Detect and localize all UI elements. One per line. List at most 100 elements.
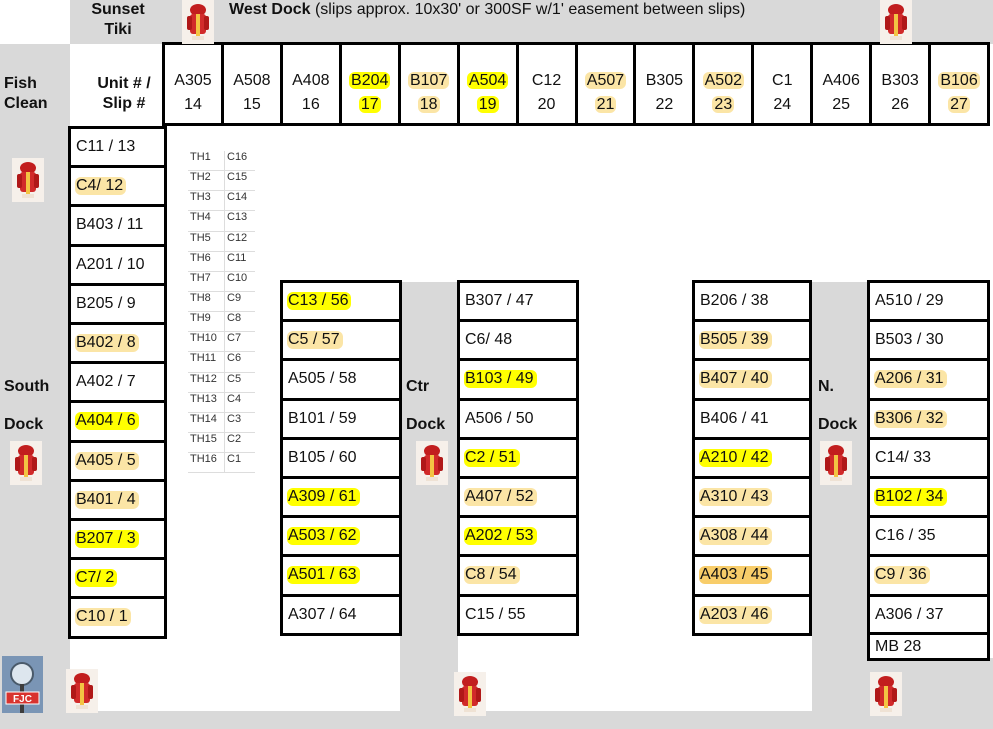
slip-box[interactable]: C6/ 48 bbox=[457, 319, 579, 362]
slip-box[interactable]: B406 / 41 bbox=[692, 397, 812, 440]
unit-number: B303 bbox=[872, 69, 928, 93]
slip-box[interactable]: B407 / 40 bbox=[692, 358, 812, 401]
unit-number: A406 bbox=[813, 69, 869, 93]
unit-number: A504 bbox=[460, 69, 516, 93]
slip-box[interactable]: C15 / 55 bbox=[457, 593, 579, 636]
slip-box[interactable]: C16 / 35 bbox=[867, 515, 990, 558]
slip-number-text: 25 bbox=[832, 96, 851, 113]
townhome-row: TH4 C13 bbox=[188, 211, 255, 232]
slip-box[interactable]: C2 / 51 bbox=[457, 436, 579, 479]
slip-box[interactable]: A503 / 62 bbox=[280, 515, 402, 558]
slip-box[interactable]: B505 / 39 bbox=[692, 319, 812, 362]
slip-label: A510 / 29 bbox=[875, 292, 944, 310]
townhome-row: TH8 C9 bbox=[188, 291, 255, 313]
slip-box[interactable]: A206 / 31 bbox=[867, 358, 990, 401]
slip-box[interactable]: B503 / 30 bbox=[867, 319, 990, 362]
slip-box[interactable]: C8 / 54 bbox=[457, 554, 579, 597]
slip-box[interactable]: A405 / 5 bbox=[68, 439, 167, 482]
slip-label: A403 / 45 bbox=[699, 566, 772, 585]
townhome-id: TH4 bbox=[190, 211, 211, 224]
slip-box[interactable]: B306 / 32 bbox=[867, 397, 990, 440]
slip-label: MB 28 bbox=[875, 637, 922, 655]
slip-box[interactable]: C13 / 56 bbox=[280, 280, 402, 323]
unit-number-text: C1 bbox=[772, 72, 793, 89]
townhome-id: TH8 bbox=[190, 291, 211, 304]
slip-box[interactable]: C14/ 33 bbox=[867, 436, 990, 479]
townhome-c-unit: C9 bbox=[224, 291, 255, 312]
townhome-id: TH6 bbox=[190, 251, 211, 264]
slip-box[interactable]: B205 / 9 bbox=[68, 282, 167, 325]
townhome-c-unit: C1 bbox=[224, 453, 255, 473]
slip-box[interactable]: B402 / 8 bbox=[68, 322, 167, 365]
slip-number: 26 bbox=[872, 93, 928, 117]
slip-box[interactable]: B401 / 4 bbox=[68, 478, 167, 521]
slip-number: 14 bbox=[165, 93, 221, 117]
slip-box[interactable]: A306 / 37 bbox=[867, 593, 990, 636]
slip-label: B307 / 47 bbox=[465, 292, 534, 310]
slip-box[interactable]: B103 / 49 bbox=[457, 358, 579, 401]
slip-box[interactable]: A202 / 53 bbox=[457, 515, 579, 558]
slip-box[interactable]: B101 / 59 bbox=[280, 397, 402, 440]
slip-box[interactable]: A310 / 43 bbox=[692, 476, 812, 519]
slip-box[interactable]: C11 / 13 bbox=[68, 126, 167, 169]
slip-box[interactable]: C9 / 36 bbox=[867, 554, 990, 597]
slip-box[interactable]: C4/ 12 bbox=[68, 165, 167, 208]
slip-box[interactable]: B207 / 3 bbox=[68, 518, 167, 561]
slip-box[interactable]: A309 / 61 bbox=[280, 476, 402, 519]
unit-number: A408 bbox=[283, 69, 339, 93]
slip-box[interactable]: A404 / 6 bbox=[68, 400, 167, 443]
unit-number: B204 bbox=[342, 69, 398, 93]
slip-number-text: 24 bbox=[773, 96, 792, 113]
townhome-id: TH13 bbox=[190, 392, 217, 405]
slip-box[interactable]: A210 / 42 bbox=[692, 436, 812, 479]
slip-box[interactable]: C10 / 1 bbox=[68, 596, 167, 639]
slip-box[interactable]: A402 / 7 bbox=[68, 361, 167, 404]
slip-box[interactable]: B105 / 60 bbox=[280, 436, 402, 479]
west-dock-title: West Dock (slips approx. 10x30' or 300SF… bbox=[229, 0, 745, 20]
slip-box[interactable]: A510 / 29 bbox=[867, 280, 990, 323]
slip-box[interactable]: A201 / 10 bbox=[68, 243, 167, 286]
slip-number: 18 bbox=[401, 93, 457, 117]
slip-label: A501 / 63 bbox=[287, 566, 360, 585]
unit-number-text: B107 bbox=[407, 72, 450, 89]
slip-box[interactable]: B307 / 47 bbox=[457, 280, 579, 323]
slip-box[interactable]: B403 / 11 bbox=[68, 204, 167, 247]
townhome-id: TH2 bbox=[190, 171, 211, 184]
slip-box[interactable]: C7/ 2 bbox=[68, 557, 167, 600]
slip-box[interactable]: A501 / 63 bbox=[280, 554, 402, 597]
slip-box[interactable]: A307 / 64 bbox=[280, 593, 402, 636]
slip-box[interactable]: MB 28 bbox=[867, 632, 990, 661]
slip-box[interactable]: C5 / 57 bbox=[280, 319, 402, 362]
townhome-id: TH16 bbox=[190, 453, 217, 466]
slip-number: 20 bbox=[519, 93, 575, 117]
slip-box[interactable]: B206 / 38 bbox=[692, 280, 812, 323]
townhome-c-unit: C13 bbox=[224, 211, 255, 231]
slip-box[interactable]: A403 / 45 bbox=[692, 554, 812, 597]
slip-box[interactable]: A505 / 58 bbox=[280, 358, 402, 401]
gray-ndock-channel bbox=[812, 282, 868, 729]
slip-box[interactable]: A203 / 46 bbox=[692, 593, 812, 636]
west-dock-slip[interactable]: B107 18 bbox=[397, 42, 460, 126]
unit-number: A502 bbox=[695, 69, 751, 93]
slip-box[interactable]: B102 / 34 bbox=[867, 476, 990, 519]
slip-box[interactable]: A308 / 44 bbox=[692, 515, 812, 558]
townhome-row: TH16 C1 bbox=[188, 453, 255, 474]
slip-box[interactable]: A506 / 50 bbox=[457, 397, 579, 440]
slip-box[interactable]: A407 / 52 bbox=[457, 476, 579, 519]
west-dock-slip[interactable]: A406 25 bbox=[810, 42, 873, 126]
townhome-c-unit: C11 bbox=[224, 251, 255, 271]
